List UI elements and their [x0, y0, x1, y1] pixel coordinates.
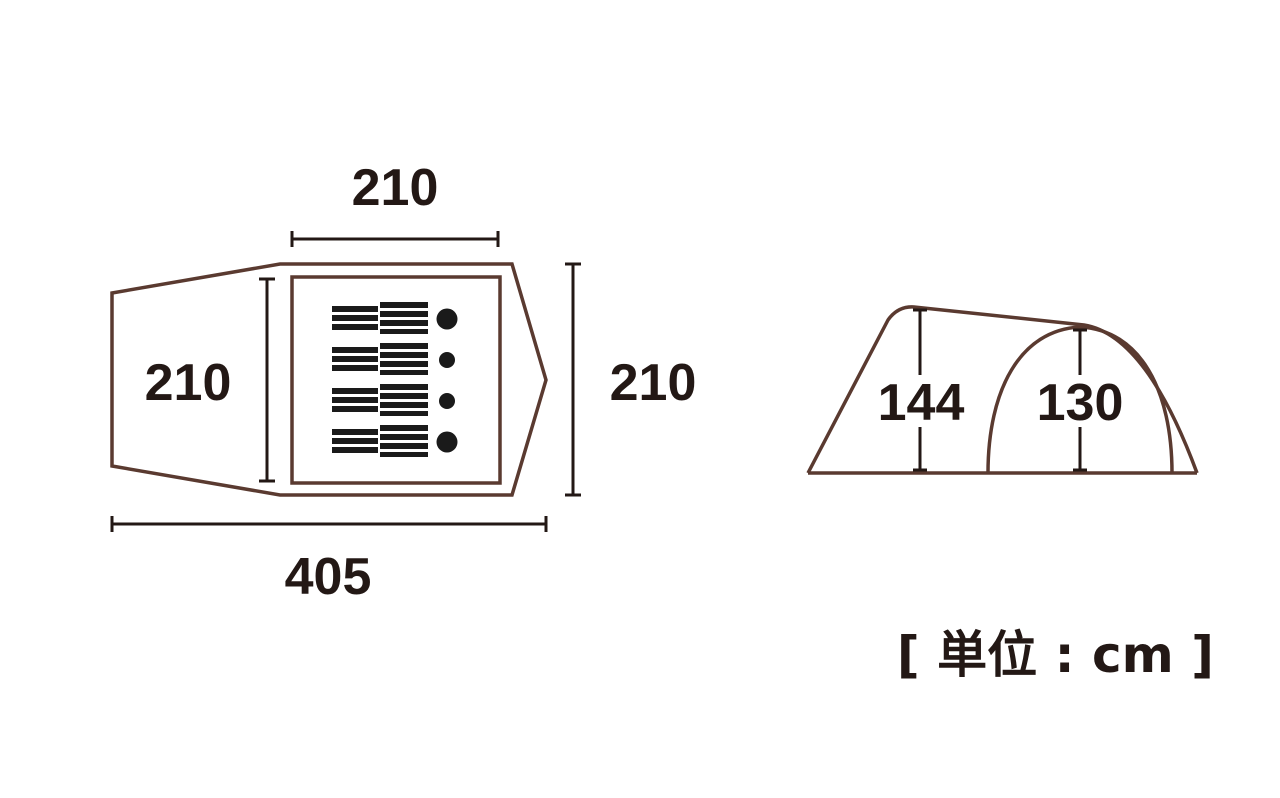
sleeper-group — [332, 302, 458, 457]
top-width-label: 210 — [352, 159, 439, 217]
total-length-dimension — [110, 516, 548, 532]
side-view: 144 130 — [806, 305, 1199, 475]
inner-tent — [290, 275, 502, 485]
top-width-dimension — [290, 231, 500, 247]
right-depth-dimension — [565, 262, 581, 497]
sleeper-icon — [332, 302, 458, 334]
inner-height-label: 130 — [1037, 374, 1124, 432]
sleeper-icon — [332, 425, 458, 457]
total-length-label: 405 — [285, 548, 372, 606]
sleeper-icon — [332, 343, 455, 375]
tent-outline — [110, 262, 548, 497]
sleeper-icon — [332, 384, 455, 416]
left-depth-dimension — [259, 277, 275, 483]
floor-plan: 210 210 210 405 — [110, 159, 697, 606]
unit-label: [ 単位 : cm ] — [897, 626, 1214, 684]
inner-tent-arch — [986, 325, 1174, 474]
right-depth-label: 210 — [610, 354, 697, 412]
front-height-label: 144 — [878, 374, 965, 432]
left-depth-label: 210 — [145, 354, 232, 412]
